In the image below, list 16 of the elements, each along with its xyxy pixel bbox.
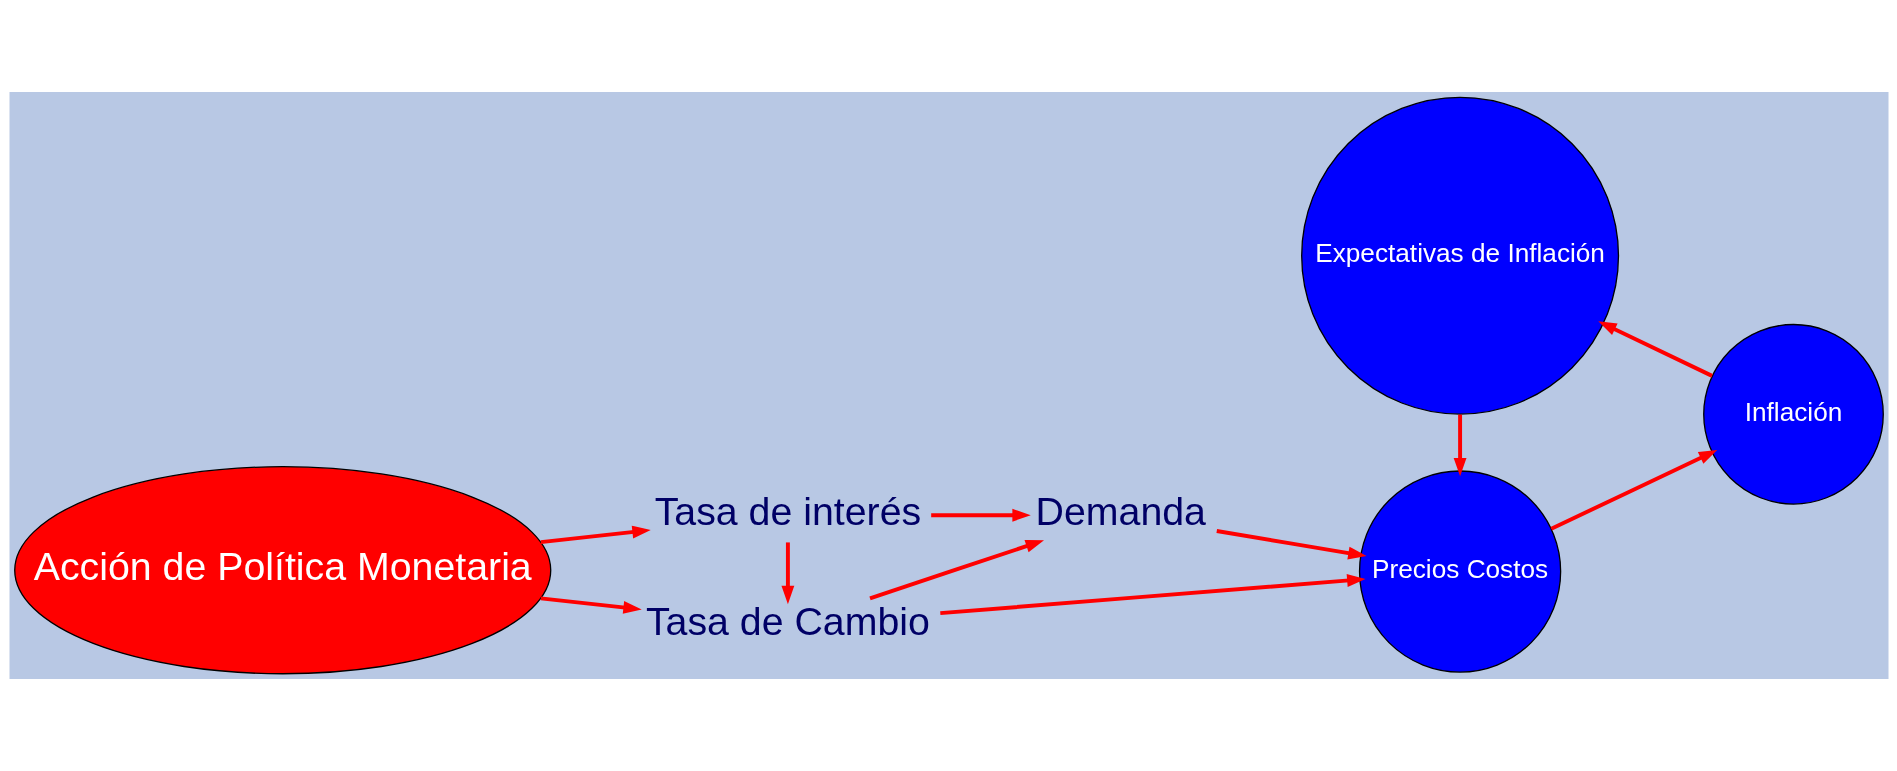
arrow [780,542,794,605]
arrow [1550,449,1717,531]
arrow [1597,321,1713,378]
arrow [540,596,642,614]
arrow [939,574,1365,616]
node-text: Tasa de interés [654,489,921,534]
node-text: Demanda [1035,489,1206,534]
node-text: Tasa de Cambio [645,599,930,644]
node-circle: Precios Costos [1358,470,1561,673]
arrow [1215,529,1367,560]
arrow [868,540,1044,601]
node-circle: Inflación [1702,323,1884,505]
arrow [540,525,651,545]
arrow [930,508,1031,522]
arrow [1453,414,1467,477]
node-ellipse: Acción de Política Monetaria [13,466,551,675]
